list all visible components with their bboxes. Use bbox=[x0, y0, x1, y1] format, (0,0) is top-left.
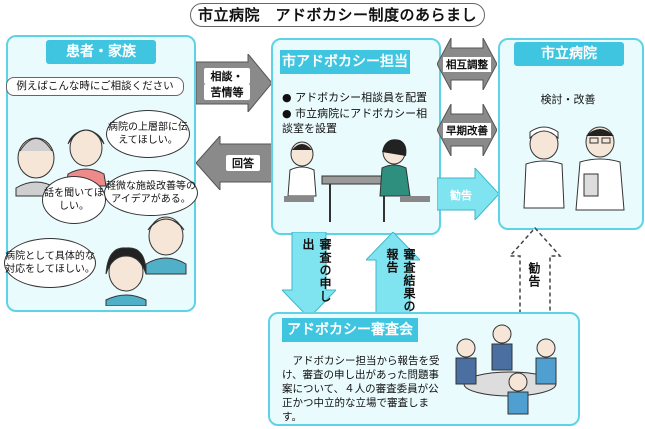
review-report-label: 審査結果の報告 bbox=[385, 248, 416, 313]
consult-label-line1: 相談・ bbox=[204, 68, 250, 84]
advocacy-bullet-1-text: アドボカシー相談員を配置 bbox=[295, 91, 428, 104]
answer-label: 回答 bbox=[226, 155, 260, 171]
medical-staff-illustration bbox=[523, 126, 625, 211]
advice-label: 勧告 bbox=[450, 189, 472, 202]
advice-arrow bbox=[437, 168, 499, 220]
bubble-specific-action: 病院として具体的な対応をしてほしい。 bbox=[4, 238, 96, 288]
mutual-adjust-label: 相互調整 bbox=[443, 57, 491, 72]
advice-dashed-label: 勧告 bbox=[527, 262, 541, 288]
woman-figure bbox=[105, 247, 147, 306]
patients-subheader: 例えばこんな時にご相談ください bbox=[6, 77, 184, 96]
counseling-illustration bbox=[284, 139, 430, 222]
review-header: アドボカシー審査会 bbox=[282, 318, 418, 342]
review-request-label: 審査の申し出 bbox=[301, 238, 332, 303]
advocacy-bullet-1: ● アドボカシー相談員を配置 bbox=[282, 91, 428, 104]
patients-header: 患者・家族 bbox=[46, 40, 156, 64]
hospital-text: 検討・改善 bbox=[540, 93, 596, 106]
page-title: 市立病院 アドボカシー制度のあらまし bbox=[190, 3, 485, 27]
consult-label-line2: 苦情等 bbox=[204, 84, 250, 100]
review-report-arrow bbox=[366, 232, 420, 318]
early-improve-label: 早期改善 bbox=[443, 123, 491, 138]
bubble-listen: 話を聞いてほしい。 bbox=[42, 176, 106, 224]
advocacy-bullet-2: ● 市立病院にアドボカシー相談室を設置 bbox=[282, 107, 428, 135]
advocacy-bullet-2-text: 市立病院にアドボカシー相談室を設置 bbox=[282, 107, 428, 135]
hospital-header: 市立病院 bbox=[514, 42, 624, 66]
bubble-facility-idea: 軽微な施設改善等のアイデアがある。 bbox=[104, 170, 198, 216]
review-body: アドボカシー担当から報告を受け、審査の申し出があった問題事案について、４人の審査… bbox=[282, 355, 440, 423]
bubble-upper-management: 病院の上層部に伝えてほしい。 bbox=[106, 110, 190, 158]
young-man-figure bbox=[145, 216, 187, 275]
review-request-arrow bbox=[282, 232, 336, 318]
committee-illustration bbox=[455, 324, 557, 415]
advocacy-header: 市アドボカシー担当 bbox=[280, 50, 410, 74]
